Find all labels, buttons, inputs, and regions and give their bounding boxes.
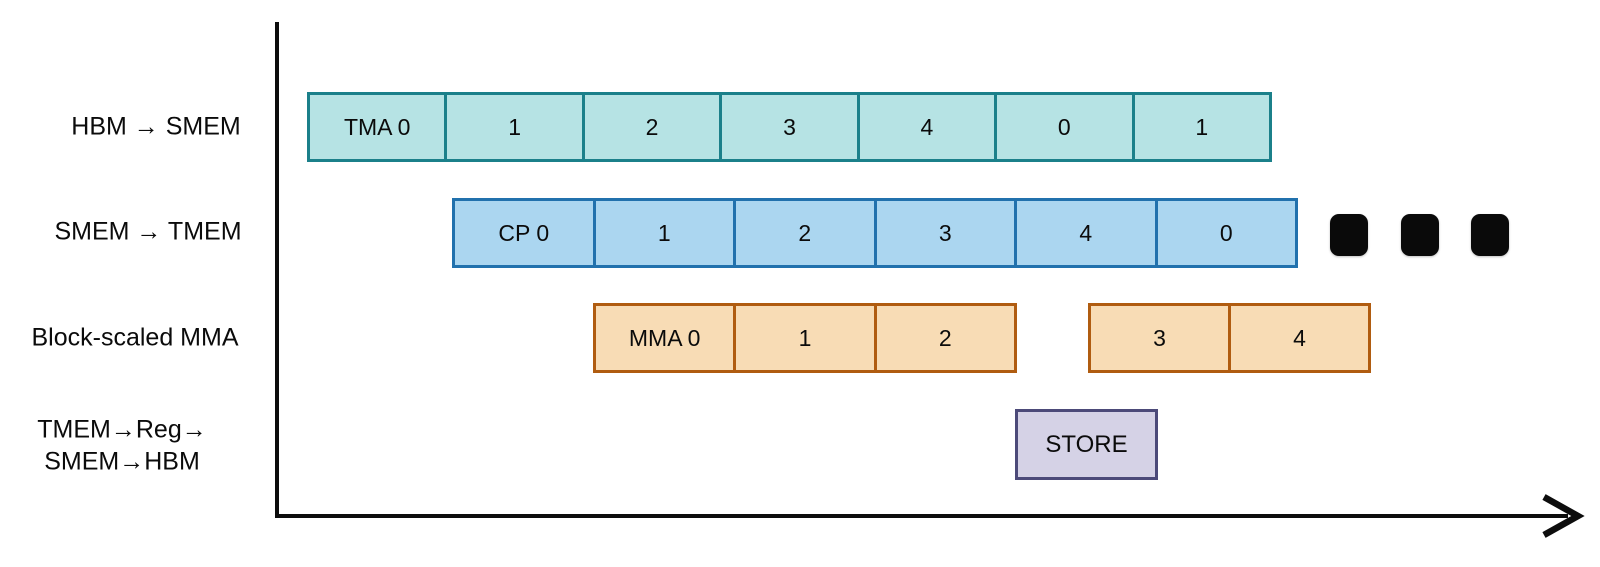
- cp-cell: 2: [733, 201, 874, 265]
- ellipsis-square-icon: [1471, 214, 1509, 256]
- cp-cell: 4: [1014, 201, 1155, 265]
- row-label-line-1: TMEM→Reg→: [37, 415, 207, 444]
- row-label-block-scaled-mma: Block-scaled MMA: [31, 323, 239, 352]
- cp-cell: CP 0: [455, 201, 593, 265]
- mma-cell: MMA 0: [596, 306, 734, 370]
- cp-cell: 3: [873, 201, 1014, 265]
- store-block: STORE: [1015, 409, 1158, 480]
- row-label-line-2: SMEM→HBM: [44, 447, 200, 475]
- mma-cell: 1: [733, 306, 874, 370]
- tma-bar: TMA 0 1 2 3 4 0 1: [307, 92, 1272, 162]
- mma-bar-group-1: MMA 0 1 2: [593, 303, 1017, 373]
- tma-cell: TMA 0: [310, 95, 445, 159]
- cp-bar: CP 0 1 2 3 4 0: [452, 198, 1298, 268]
- mma-cell: 3: [1091, 306, 1228, 370]
- mma-bar-group-2: 3 4: [1088, 303, 1371, 373]
- x-axis: [275, 514, 1568, 518]
- tma-cell: 2: [581, 95, 720, 159]
- ellipsis-square-icon: [1401, 214, 1439, 256]
- row-label-hbm-smem: HBM → SMEM: [71, 112, 241, 141]
- tma-cell: 1: [1131, 95, 1269, 159]
- mma-cell: 2: [873, 306, 1014, 370]
- cp-cell: 0: [1154, 201, 1295, 265]
- ellipsis-square-icon: [1330, 214, 1368, 256]
- tma-cell: 0: [994, 95, 1132, 159]
- cp-cell: 1: [592, 201, 733, 265]
- x-axis-arrowhead-icon: [1542, 494, 1585, 538]
- tma-cell: 1: [444, 95, 582, 159]
- tma-cell: 4: [856, 95, 995, 159]
- row-label-tmem-reg-smem-hbm: TMEM→Reg→ SMEM→HBM: [37, 415, 206, 478]
- mma-cell: 4: [1228, 306, 1368, 370]
- y-axis: [275, 22, 279, 516]
- tma-cell: 3: [719, 95, 857, 159]
- row-label-smem-tmem: SMEM → TMEM: [54, 217, 242, 246]
